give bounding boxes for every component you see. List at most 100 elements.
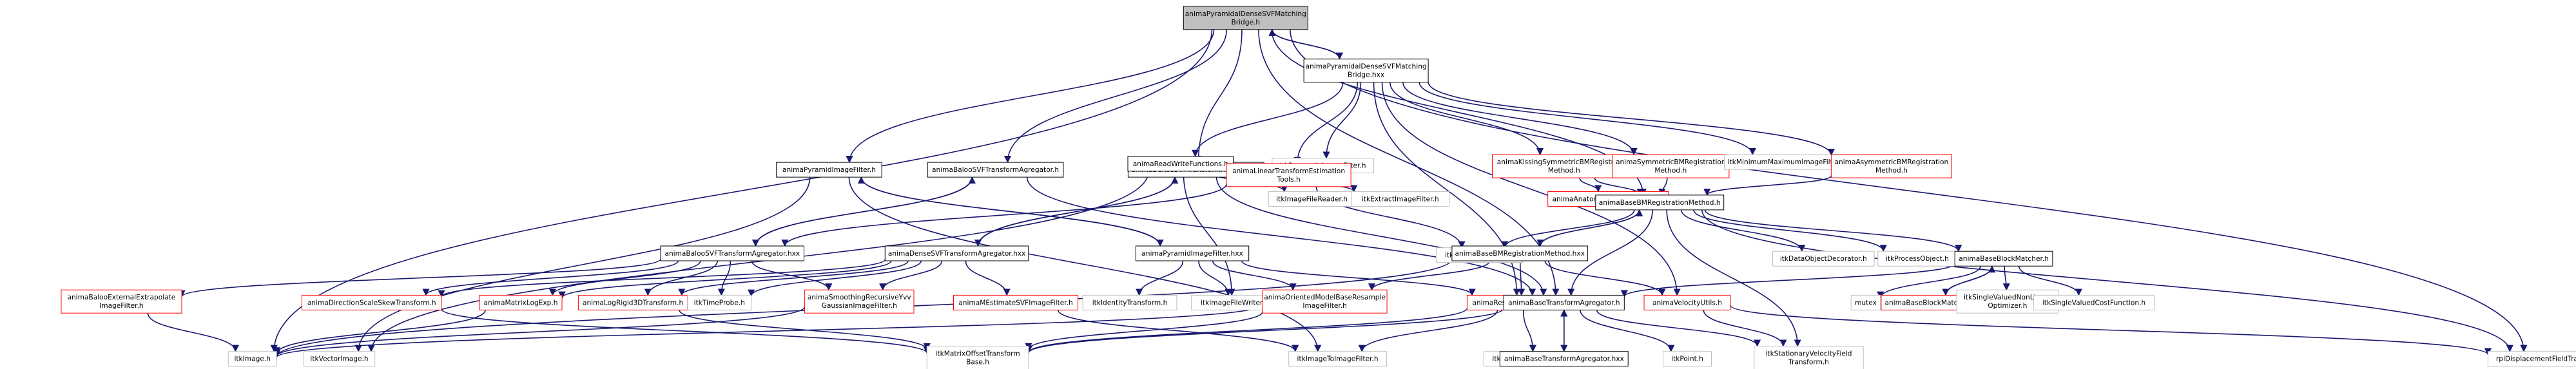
node-label: animaBaseBMRegistrationMethod.h [1599, 199, 1721, 207]
node-kiss[interactable]: animaKissingSymmetricBMRegistrationMetho… [1492, 154, 1636, 178]
node-rpi: rpiDisplacementFieldTransform.h [2487, 351, 2576, 367]
edge-balooext-to-itkimage [147, 313, 239, 352]
node-box [1226, 163, 1351, 187]
node-itkimage: itkImage.h [228, 351, 277, 367]
node-box [2487, 351, 2576, 367]
edge-hxx-to-root [1268, 28, 1341, 59]
edge-asym-to-basebm [1703, 175, 1832, 196]
node-balooh[interactable]: animaBalooSVFTransformAgregator.h [927, 162, 1064, 178]
node-box [228, 351, 277, 367]
edge-hxx-to-resamp [1322, 82, 1362, 159]
edge-hxx-to-kiss [1390, 82, 1544, 156]
node-label: itkImageToImageFilter.h [1297, 355, 1379, 363]
node-logrigid[interactable]: animaLogRigid3DTransform.h [577, 294, 688, 310]
node-box [1183, 6, 1308, 30]
node-matlog[interactable]: animaMatrixLogExp.h [479, 294, 563, 310]
edge-linest-to-baloohxx [781, 184, 1227, 247]
node-mutex: mutex [1850, 294, 1881, 310]
node-box [1499, 351, 1629, 367]
node-densehxx[interactable]: animaDenseSVFTransformAgregator.hxx [884, 245, 1029, 261]
edge-root-to-rpi [1290, 29, 2528, 352]
node-label: animaMatrixLogExp.h [483, 299, 557, 307]
edge-bbmhxx-to-baseblock [1945, 265, 1996, 296]
node-label: Method.h [1548, 167, 1580, 175]
node-box [1772, 251, 1875, 267]
edge-hxx-to-velutils [1381, 82, 1681, 296]
node-basetrans[interactable]: animaBaseTransformAgregator.h [1503, 294, 1625, 310]
node-label: animaAsymmetricBMRegistration [1835, 158, 1949, 166]
edge-basetrans-to-matoff [1025, 308, 1504, 354]
node-mest[interactable]: animaMEstimateSVFImageFilter.h [953, 294, 1078, 310]
node-box [1135, 245, 1250, 261]
node-label: animaBaseTransformAgregator.h [1508, 299, 1620, 307]
node-pyrh[interactable]: animaPyramidImageFilter.h [776, 162, 882, 178]
node-label: animaSmoothingRecursiveYvv [808, 294, 911, 301]
node-basetranshxx[interactable]: animaBaseTransformAgregator.hxx [1499, 351, 1629, 367]
node-label: animaBalooExternalExtrapolate [67, 294, 175, 301]
node-label: rpiDisplacementFieldTransform.h [2496, 355, 2576, 363]
node-label: itkMinimumMaximumImageFilter.h [1728, 158, 1846, 166]
node-label: itkPoint.h [1671, 355, 1703, 363]
edge-root-to-denseh [1194, 29, 1243, 164]
node-baseblock[interactable]: animaBaseBlockMatcher.h [1954, 251, 2053, 267]
edge-basebm-to-dataobj [1680, 209, 1806, 252]
node-box [1595, 194, 1725, 211]
edge-densehxx-to-denseh [977, 176, 1179, 247]
node-basebmhxx[interactable]: animaBaseBMRegistrationMethod.hxx [1451, 245, 1589, 261]
edge-basetrans-to-stvel [1596, 310, 1761, 347]
node-box [953, 294, 1078, 310]
edge-root-to-balooh [1003, 29, 1227, 164]
edge-densehxx-to-matlog [558, 260, 892, 299]
node-label: animaLogRigid3DTransform.h [583, 299, 683, 307]
node-label: animaMEstimateSVFImageFilter.h [958, 299, 1072, 307]
edge-baloohxx-to-matlog [548, 260, 701, 296]
node-oriented[interactable]: animaOrientedModelBaseResampleImageFilte… [1262, 289, 1388, 314]
node-label: animaDirectionScaleSkewTransform.h [307, 299, 436, 307]
edge-basebmhxx-to-basebm [1540, 209, 1643, 247]
edge-densehxx-to-dirscale [438, 259, 886, 298]
node-rwf[interactable]: animaReadWriteFunctions.h [1127, 156, 1234, 172]
node-label: itkMatrixOffsetTransform [936, 350, 1020, 358]
edge-basebm-to-basetrans [1567, 209, 1653, 296]
edge-pyrhxx-to-filewriter [1198, 260, 1232, 296]
node-label: animaBalooSVFTransformAgregator.hxx [664, 250, 800, 258]
node-pyrhxx[interactable]: animaPyramidImageFilter.hxx [1135, 245, 1250, 261]
node-box [1082, 294, 1177, 310]
edge-baseblock-to-svcf [2018, 266, 2082, 296]
edge-basebm-to-affine [1501, 209, 1635, 249]
node-extract: itkExtractImageFilter.h [1351, 191, 1450, 207]
node-box [301, 294, 442, 310]
edge-basetrans-to-point [1580, 310, 1675, 352]
edge-hxx-to-symm [1402, 82, 1638, 156]
edge-basebm-to-baseblock [1704, 209, 1962, 252]
node-label: animaKissingSymmetricBMRegistration [1497, 158, 1631, 166]
edge-hxx-to-rwf [1192, 82, 1344, 157]
node-dirscale[interactable]: animaDirectionScaleSkewTransform.h [301, 294, 442, 310]
node-smooth[interactable]: animaSmoothingRecursiveYvvGaussianImageF… [804, 289, 915, 314]
node-box [1288, 351, 1387, 367]
edge-basebm-to-rpi [1701, 209, 2513, 352]
node-basebm[interactable]: animaBaseBMRegistrationMethod.h [1595, 194, 1725, 211]
edge-rwf-to-filewriter [1183, 171, 1235, 296]
node-box [926, 346, 1029, 369]
node-velutils[interactable]: animaVelocityUtils.h [1643, 294, 1731, 310]
node-point: itkPoint.h [1663, 351, 1712, 367]
node-label: ImageFilter.h [99, 302, 144, 310]
node-identity: itkIdentityTransform.h [1082, 294, 1177, 310]
node-baloohxx[interactable]: animaBalooSVFTransformAgregator.hxx [660, 245, 804, 261]
node-label: itkIdentityTransform.h [1092, 299, 1168, 307]
node-box [2033, 294, 2155, 310]
edge-basebm-to-procobj [1693, 209, 1887, 252]
node-balooext[interactable]: animaBalooExternalExtrapolateImageFilter… [61, 289, 182, 314]
edge-hxx-to-asym [1428, 82, 1835, 156]
edge-hxx-to-minmax [1419, 82, 1756, 156]
edge-hxx-to-linest [1293, 82, 1358, 164]
node-procobj: itkProcessObject.h [1877, 251, 1957, 267]
